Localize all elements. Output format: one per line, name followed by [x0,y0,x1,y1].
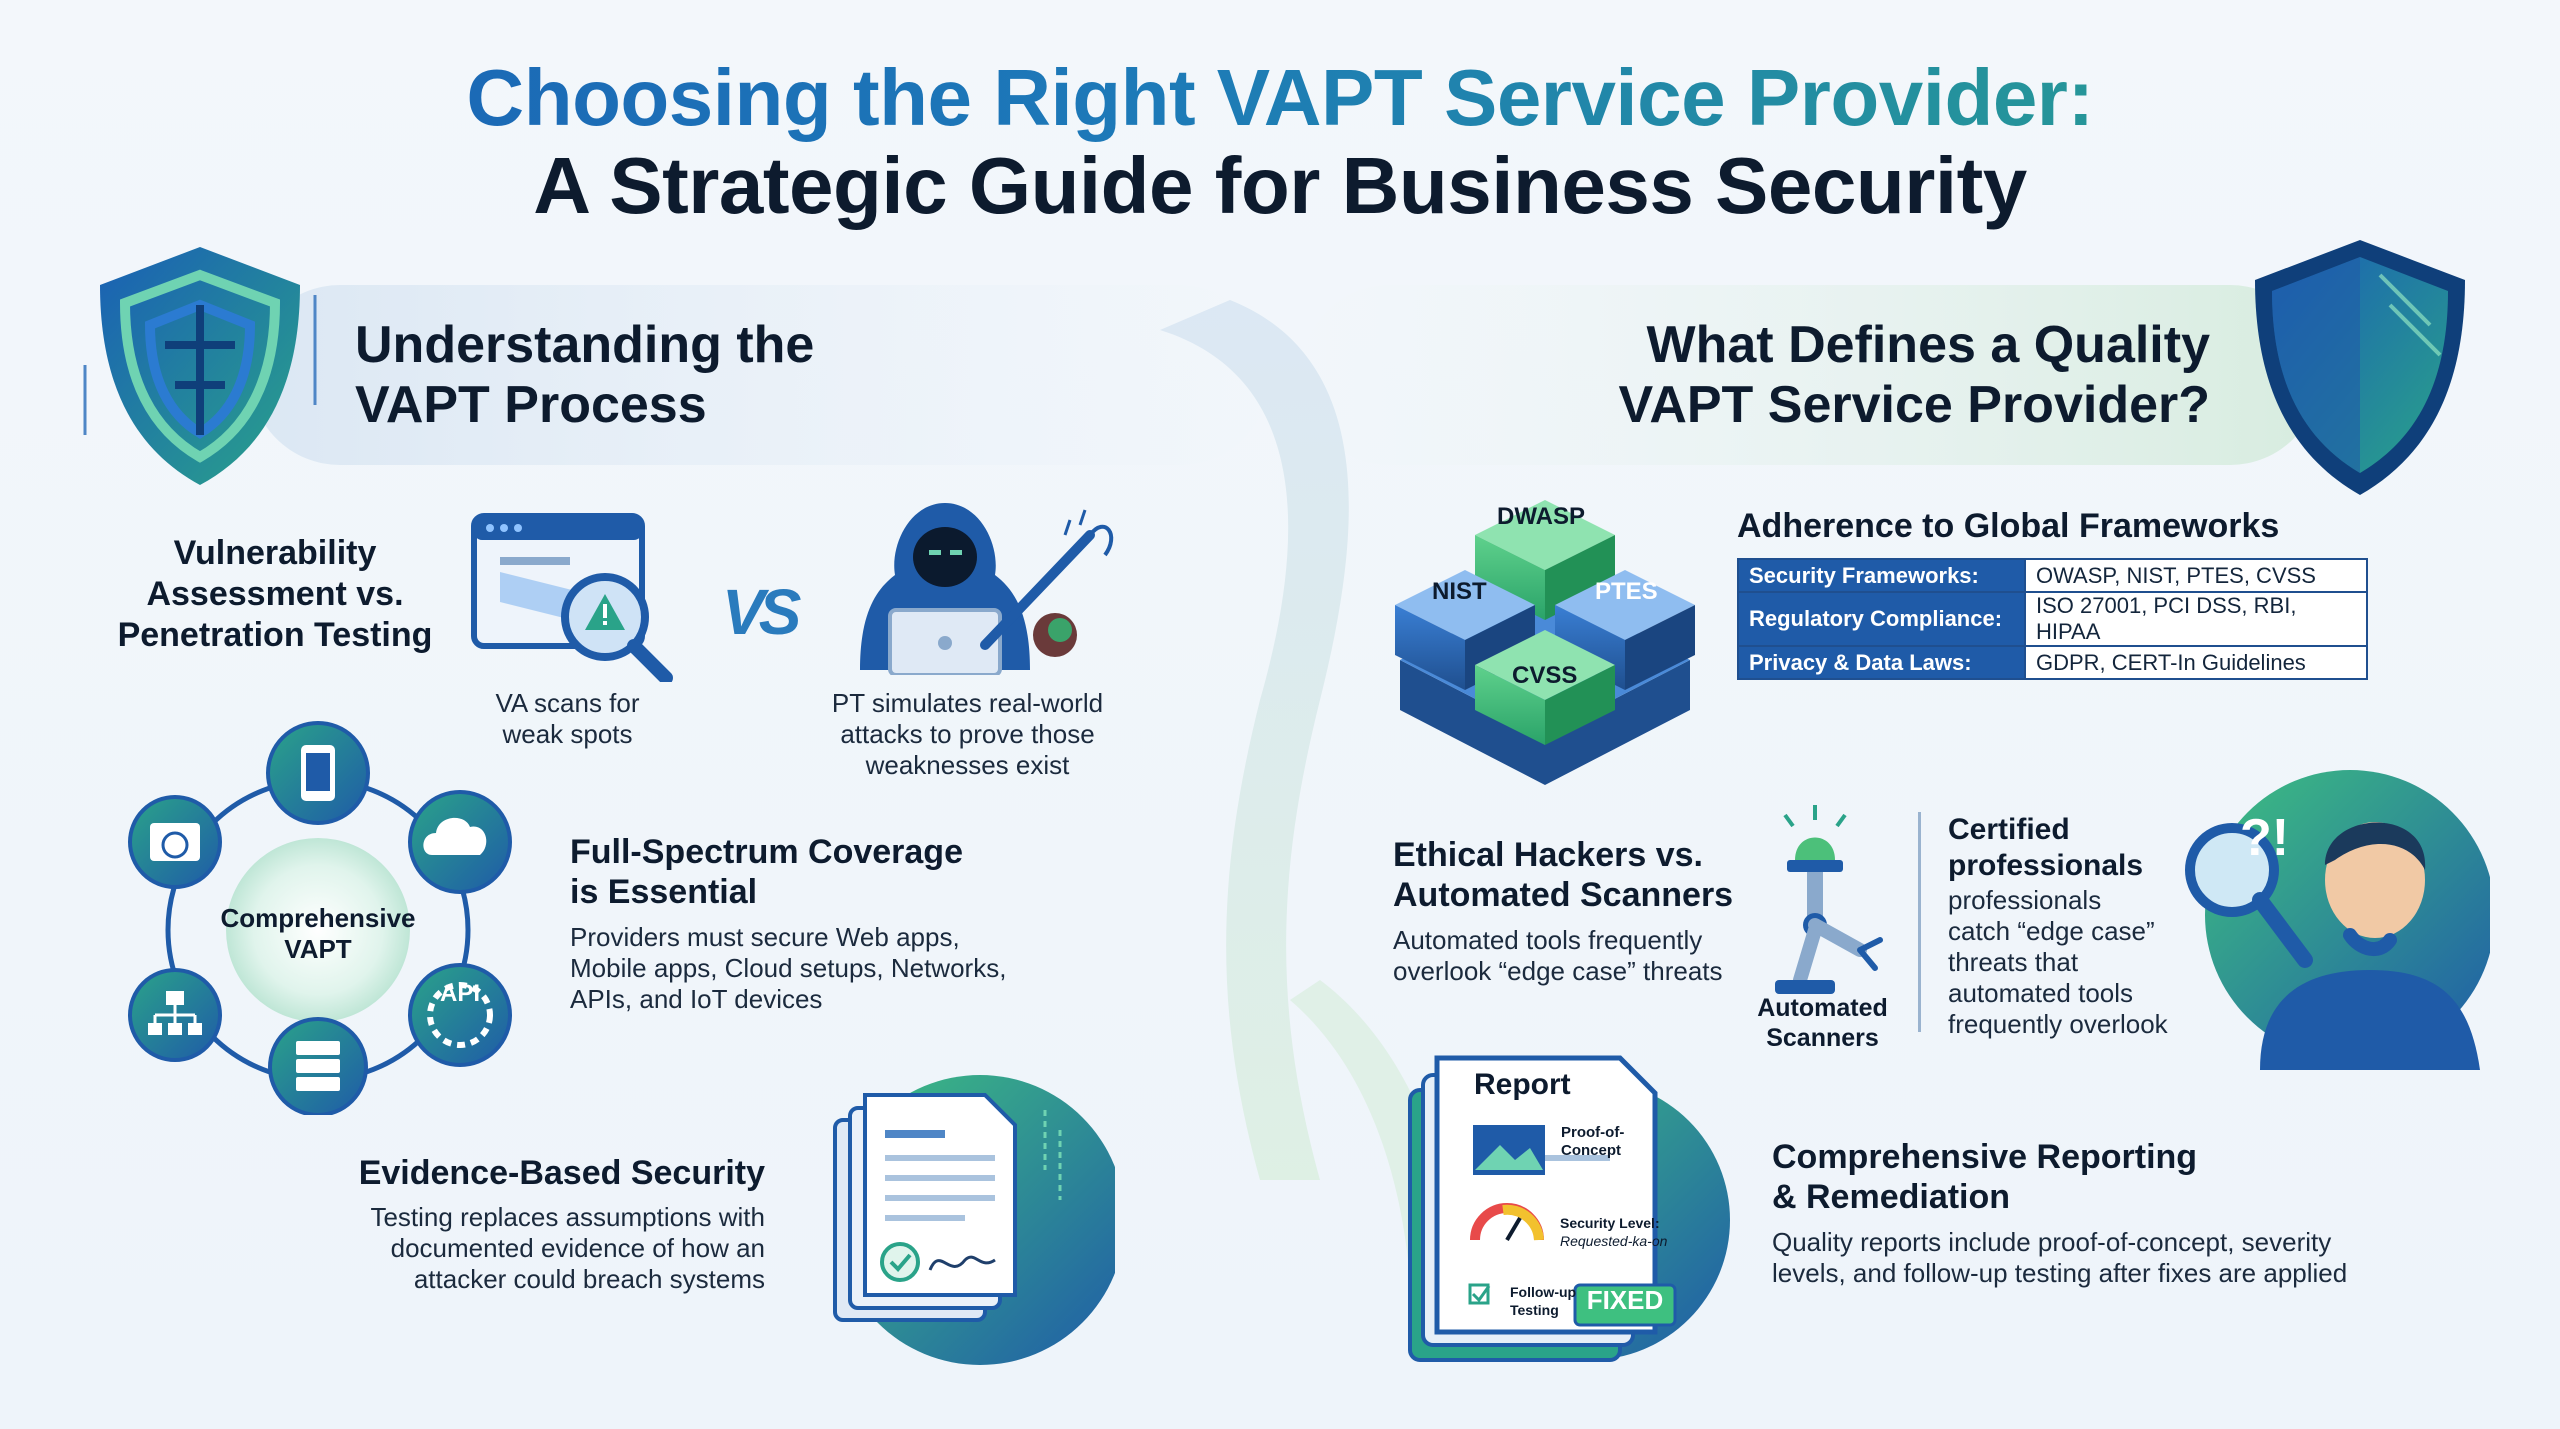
va-caption-line1: VA scans for [495,688,640,718]
cube-cvss [1475,630,1615,745]
left-heading-line1: Understanding the [355,316,815,374]
reporting-body-line1: Quality reports include proof-of-concept… [1772,1227,2332,1257]
shield-icon [2255,240,2465,495]
pt-caption-line1: PT simulates real-world [831,688,1104,718]
web-icon [128,795,222,889]
level-label-line1: Security Level: [1560,1215,1660,1231]
browser-scan-icon [471,513,673,682]
hackers-title-line2: Automated Scanners [1393,876,1734,914]
cert-title-line1: Certified [1948,813,2070,846]
divider [1918,812,1921,1032]
coverage-wheel [128,721,512,1115]
question-marks: ?! [2240,809,2290,867]
followup-label-line1: Follow-up [1510,1284,1577,1300]
pt-caption-line2: attacks to prove those [840,719,1095,749]
va-caption-line2: weak spots [502,719,633,749]
cert-body-line3: threats that [1948,947,2079,977]
table-row: Privacy & Data Laws:GDPR, CERT-In Guidel… [1737,645,2368,680]
hacker-icon [860,503,1114,675]
cube-owasp [1475,500,1615,620]
frameworks-title: Adherence to Global Frameworks [1737,507,2280,545]
followup-label-line2: Testing [1510,1302,1559,1318]
table-key: Privacy & Data Laws: [1737,645,2026,680]
coverage-title-line1: Full-Spectrum Coverage [570,833,963,871]
coverage-title-line2: is Essential [570,873,758,911]
frameworks-table: Security Frameworks:OWASP, NIST, PTES, C… [1737,558,2368,680]
api-label: API [439,980,480,1007]
table-value: ISO 27001, PCI DSS, RBI, HIPAA [2024,591,2368,647]
fixed-badge: FIXED [1586,1285,1664,1315]
server-icon [268,1017,368,1115]
level-label-line2: Requested-ka-on [1560,1233,1668,1249]
cube-label-ptes: PTES [1595,578,1658,605]
reporting-title-line1: Comprehensive Reporting [1772,1138,2198,1176]
cert-body-line4: automated tools [1948,978,2134,1008]
cube-label-cvss: CVSS [1512,662,1578,689]
reporting-title-line2: & Remediation [1772,1178,2011,1216]
right-heading-line2: VAPT Service Provider? [1618,376,2211,434]
left-heading-line2: VAPT Process [355,376,707,434]
cert-body-line2: catch “edge case” [1948,916,2155,946]
vs-label: VS [722,576,801,648]
network-icon [128,968,222,1062]
cert-body-line5: frequently overlook [1948,1009,2168,1039]
table-row: Security Frameworks:OWASP, NIST, PTES, C… [1737,558,2368,593]
cloud-icon [408,790,512,894]
api-gear-icon [408,963,512,1067]
poc-label-line2: Concept [1561,1142,1621,1159]
shield-maze-icon [83,247,317,485]
table-key: Regulatory Compliance: [1737,591,2026,647]
evidence-title: Evidence-Based Security [358,1154,765,1192]
report-doc-title: Report [1474,1068,1571,1101]
right-heading-line1: What Defines a Quality [1646,316,2210,374]
poc-label-line1: Proof-of- [1561,1124,1625,1141]
robot-arm-icon [1775,805,1883,994]
table-value: OWASP, NIST, PTES, CVSS [2024,558,2368,593]
hub-label-line2: VAPT [284,934,352,964]
main-title: Choosing the Right VAPT Service Provider… [0,52,2560,144]
va-pt-title-line3: Penetration Testing [117,616,433,654]
coverage-body-line1: Providers must secure Web apps, [570,922,960,952]
table-row: Regulatory Compliance:ISO 27001, PCI DSS… [1737,591,2368,647]
scanner-label-line2: Scanners [1766,1024,1879,1052]
phone-icon [266,721,370,825]
report-icon [1408,1055,1730,1362]
cert-title-line2: professionals [1948,849,2144,882]
table-value: GDPR, CERT-In Guidelines [2024,645,2368,680]
hackers-title-line1: Ethical Hackers vs. [1393,836,1703,874]
reporting-body-line2: levels, and follow-up testing after fixe… [1772,1258,2348,1288]
evidence-body-line2: documented evidence of how an [390,1233,765,1263]
cube-label-nist: NIST [1432,578,1487,605]
hackers-body-line1: Automated tools frequently [1393,925,1703,955]
coverage-body-line3: APIs, and IoT devices [570,984,823,1014]
cube-label-owasp: DWASP [1497,503,1586,530]
coverage-body-line2: Mobile apps, Cloud setups, Networks, [570,953,1007,983]
cert-body-line1: professionals [1948,885,2102,915]
main-subtitle: A Strategic Guide for Business Security [533,141,2027,230]
va-pt-title-line1: Vulnerability [173,534,377,572]
va-pt-title-line2: Assessment vs. [146,575,404,613]
cube-stack-icon [1395,500,1695,785]
document-stack-icon [833,1075,1115,1365]
evidence-body-line3: attacker could breach systems [413,1264,765,1294]
pt-caption-line3: weaknesses exist [865,750,1070,780]
evidence-body-line1: Testing replaces assumptions with [370,1202,765,1232]
thinking-person-icon [2185,770,2490,1070]
table-key: Security Frameworks: [1737,558,2026,593]
hackers-body-line2: overlook “edge case” threats [1393,956,1723,986]
hub-label-line1: Comprehensive [220,903,416,933]
scanner-label-line1: Automated [1757,994,1888,1022]
